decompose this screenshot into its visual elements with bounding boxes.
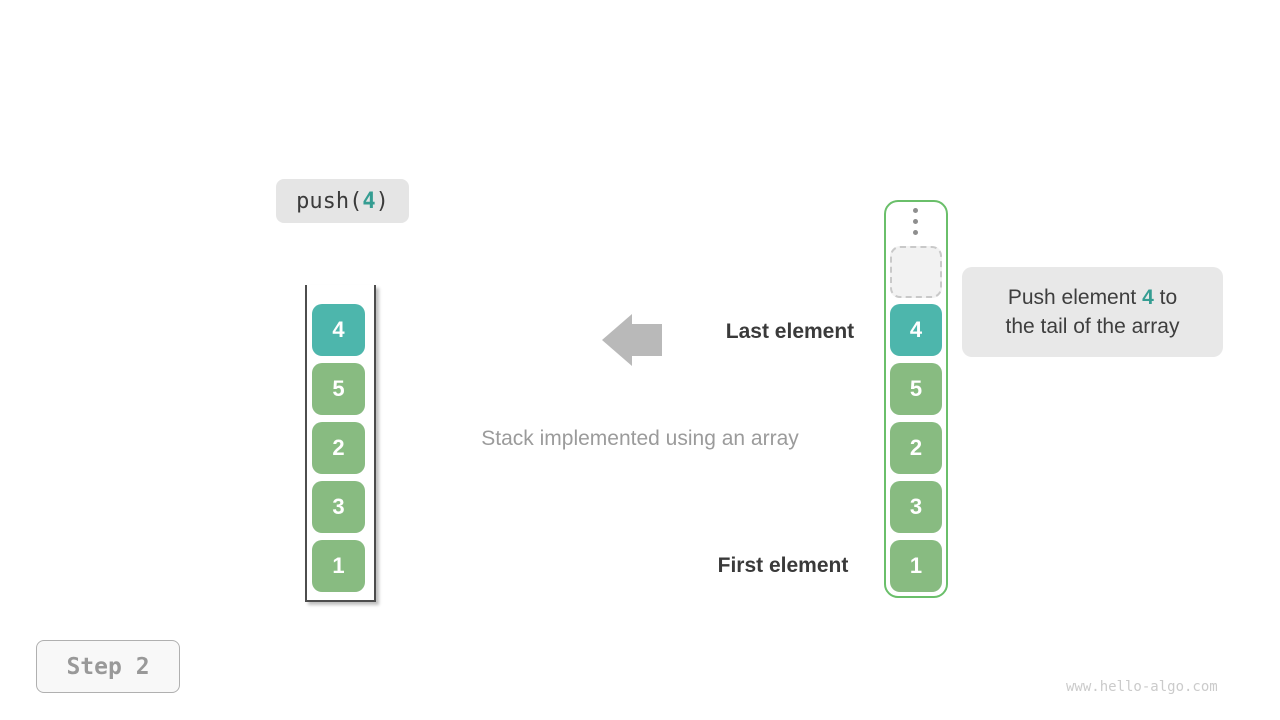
tooltip-suffix: to xyxy=(1153,286,1178,309)
first-element-label: First element xyxy=(717,554,849,577)
push-call-value: 4 xyxy=(362,188,376,214)
cell-1: 1 xyxy=(890,540,942,592)
cell-2: 2 xyxy=(890,422,942,474)
caption-label: Stack implemented using an array xyxy=(481,427,799,450)
tooltip-value: 4 xyxy=(1142,286,1154,309)
tooltip-prefix: Push element xyxy=(1007,286,1143,309)
cell-2: 2 xyxy=(312,422,365,474)
push-call-chip: push(4) xyxy=(276,179,409,223)
push-tooltip-line2: the tail of the array xyxy=(1005,315,1180,338)
ellipsis-dot xyxy=(913,208,918,213)
array-empty-slot xyxy=(890,246,942,298)
step-badge: Step 2 xyxy=(36,640,180,693)
cell-5: 5 xyxy=(312,363,365,415)
push-tooltip: Push element 4 to the tail of the array xyxy=(962,267,1223,357)
cell-4: 4 xyxy=(312,304,365,356)
cell-1: 1 xyxy=(312,540,365,592)
last-element-label: Last element xyxy=(725,320,855,343)
stack-cells: 4 5 2 3 1 xyxy=(312,304,365,592)
vertical-ellipsis-icon xyxy=(913,208,918,235)
push-call-suffix: ) xyxy=(375,188,389,214)
cell-3: 3 xyxy=(312,481,365,533)
push-call-prefix: push( xyxy=(296,188,363,214)
left-arrow-icon xyxy=(602,314,662,366)
push-tooltip-line1: Push element 4 to xyxy=(1008,283,1177,312)
cell-4: 4 xyxy=(890,304,942,356)
cell-5: 5 xyxy=(890,363,942,415)
array-cells: 4 5 2 3 1 xyxy=(890,304,942,592)
ellipsis-dot xyxy=(913,230,918,235)
left-arrow-shape xyxy=(602,314,662,366)
ellipsis-dot xyxy=(913,219,918,224)
cell-3: 3 xyxy=(890,481,942,533)
watermark: www.hello-algo.com xyxy=(1066,679,1218,695)
